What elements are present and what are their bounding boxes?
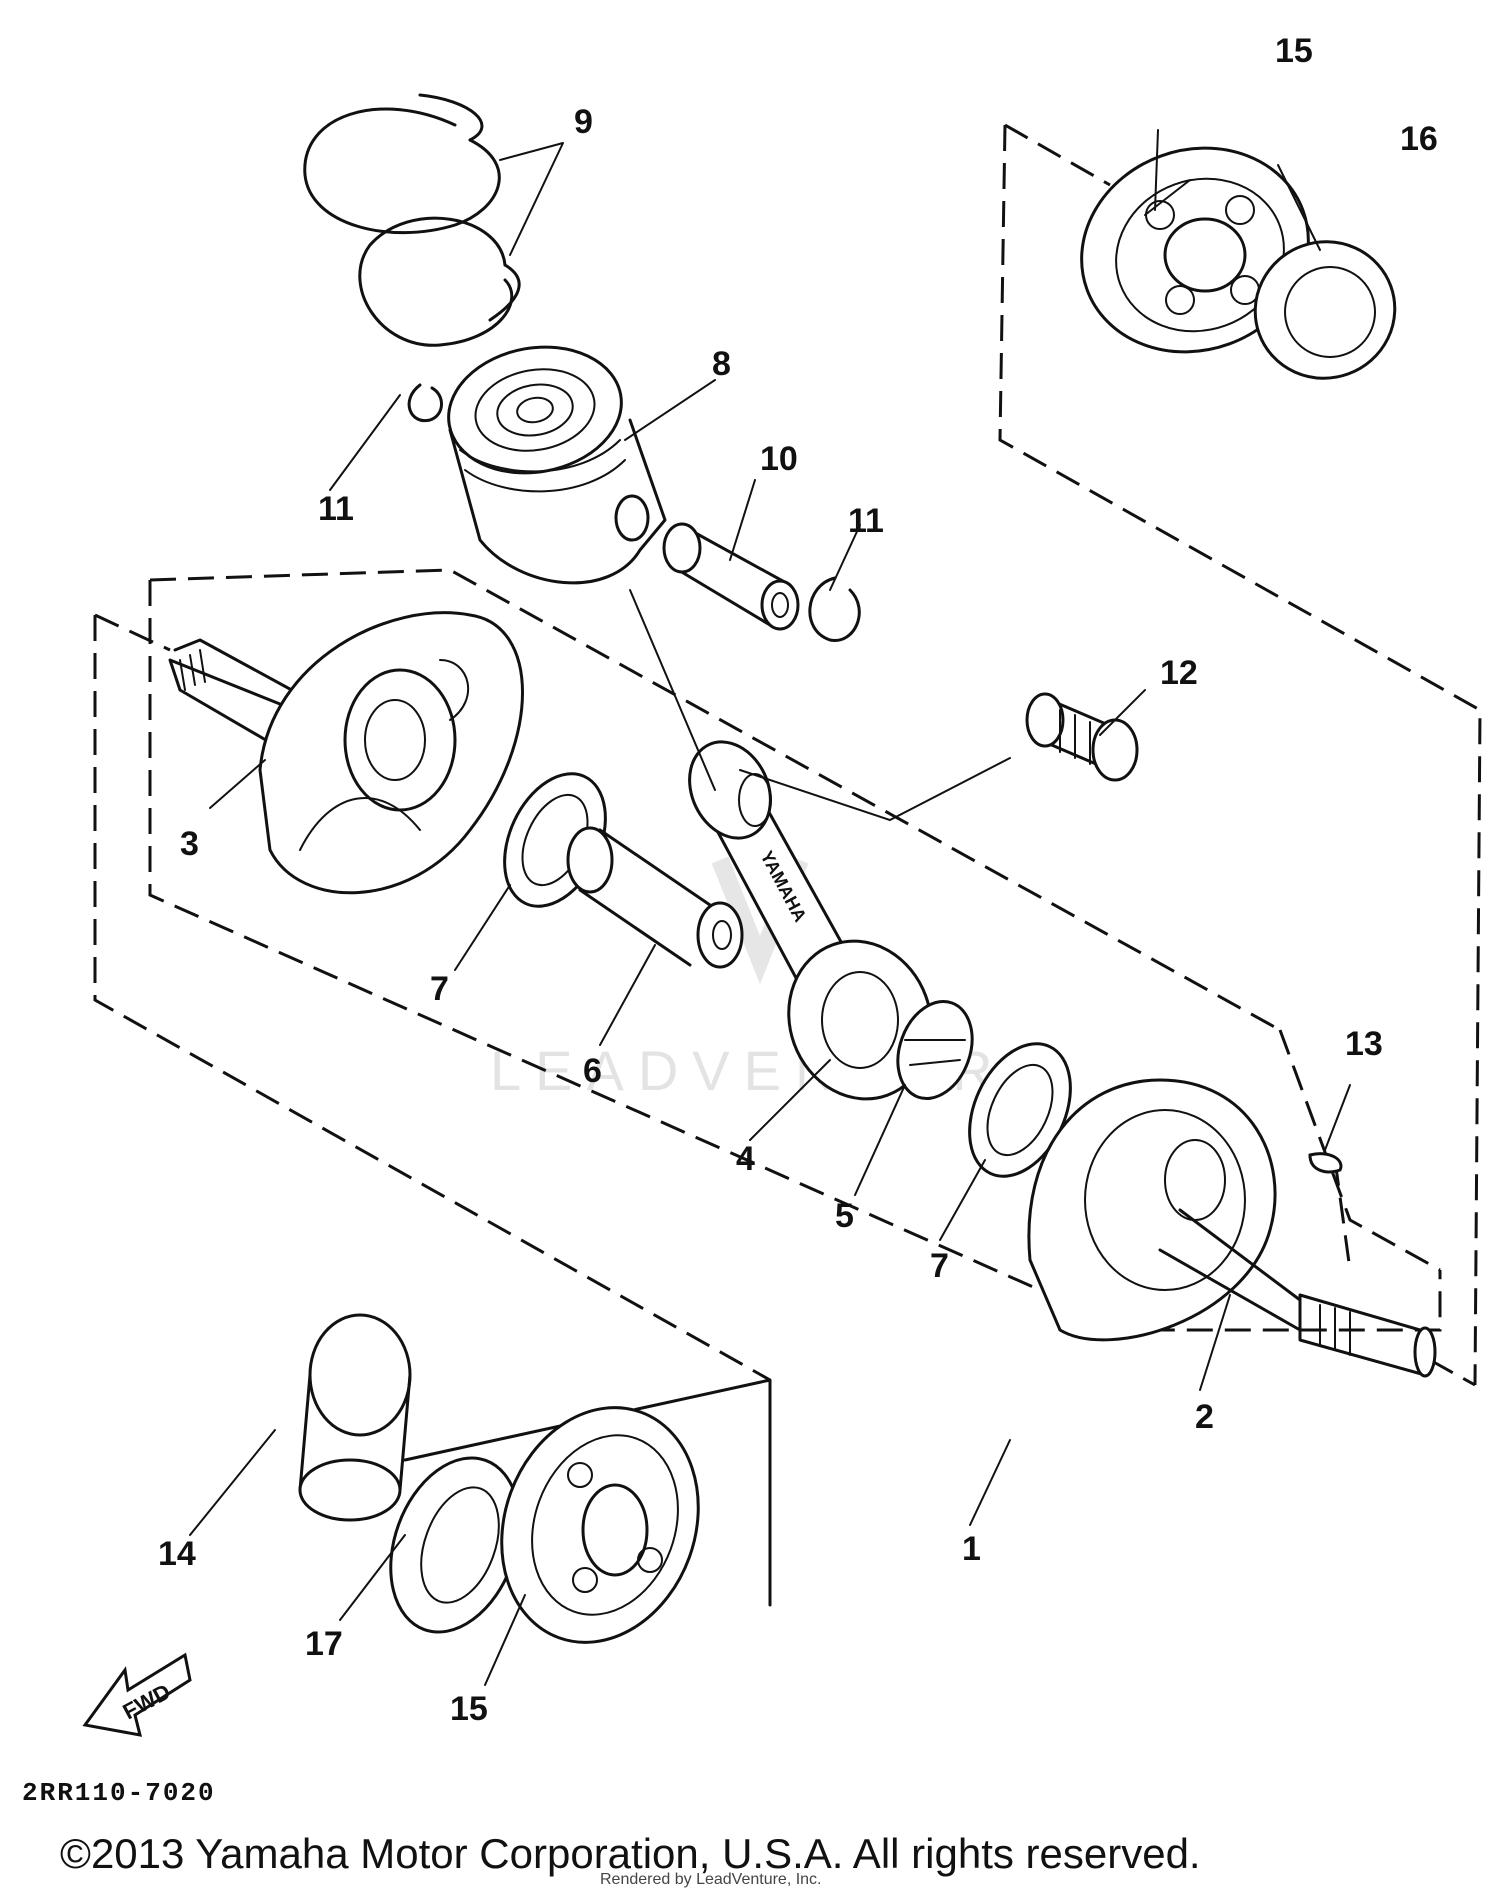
piston-pin	[662, 522, 800, 631]
diagram-code: 2RR110-7020	[22, 1778, 216, 1808]
crank-pin	[566, 826, 744, 969]
callout-6: 6	[583, 1052, 602, 1090]
callout-13: 13	[1345, 1025, 1383, 1063]
big-end-bearing	[896, 1000, 974, 1100]
connecting-rod: YAMAHA	[687, 740, 933, 1101]
copyright-text: ©2013 Yamaha Motor Corporation, U.S.A. A…	[60, 1830, 1201, 1877]
leader-lines	[189, 129, 1351, 1686]
callout-7-right: 7	[930, 1247, 949, 1285]
callout-7-left: 7	[430, 970, 449, 1008]
callout-16: 16	[1400, 120, 1438, 158]
callout-11-left: 11	[318, 490, 354, 528]
piston-rings	[303, 93, 521, 347]
callout-11-right: 11	[848, 502, 884, 540]
callout-2: 2	[1195, 1398, 1214, 1436]
piston	[447, 345, 667, 585]
fwd-arrow-icon: FWD	[82, 1652, 192, 1737]
woodruff-key	[1308, 1152, 1343, 1174]
callout-9: 9	[574, 103, 593, 141]
callout-12: 12	[1160, 654, 1198, 692]
small-end-bearing	[1025, 692, 1139, 782]
bottom-bearing	[500, 1406, 700, 1644]
right-crank-half	[1027, 1078, 1437, 1378]
top-bearing-and-seal	[1080, 146, 1397, 380]
circlips	[407, 383, 861, 642]
callout-14: 14	[158, 1535, 196, 1573]
left-crank-half	[168, 611, 524, 895]
callout-8: 8	[712, 345, 731, 383]
callout-1: 1	[962, 1530, 981, 1568]
bearing-set-frame	[403, 1378, 772, 1607]
callout-15-bottom: 15	[450, 1690, 488, 1728]
callout-3: 3	[180, 825, 199, 863]
bottom-spacer	[298, 1313, 412, 1522]
callout-labels: 9 8 10 11 11 15 16 12 3 7 6 4 5 7 13 2 1…	[158, 32, 1438, 1728]
callout-10: 10	[760, 440, 798, 478]
callout-17: 17	[305, 1625, 343, 1663]
callout-15-top: 15	[1275, 32, 1313, 70]
rendered-by-text: Rendered by LeadVenture, Inc.	[600, 1871, 822, 1888]
callout-4: 4	[736, 1140, 755, 1178]
callout-5: 5	[835, 1197, 854, 1235]
